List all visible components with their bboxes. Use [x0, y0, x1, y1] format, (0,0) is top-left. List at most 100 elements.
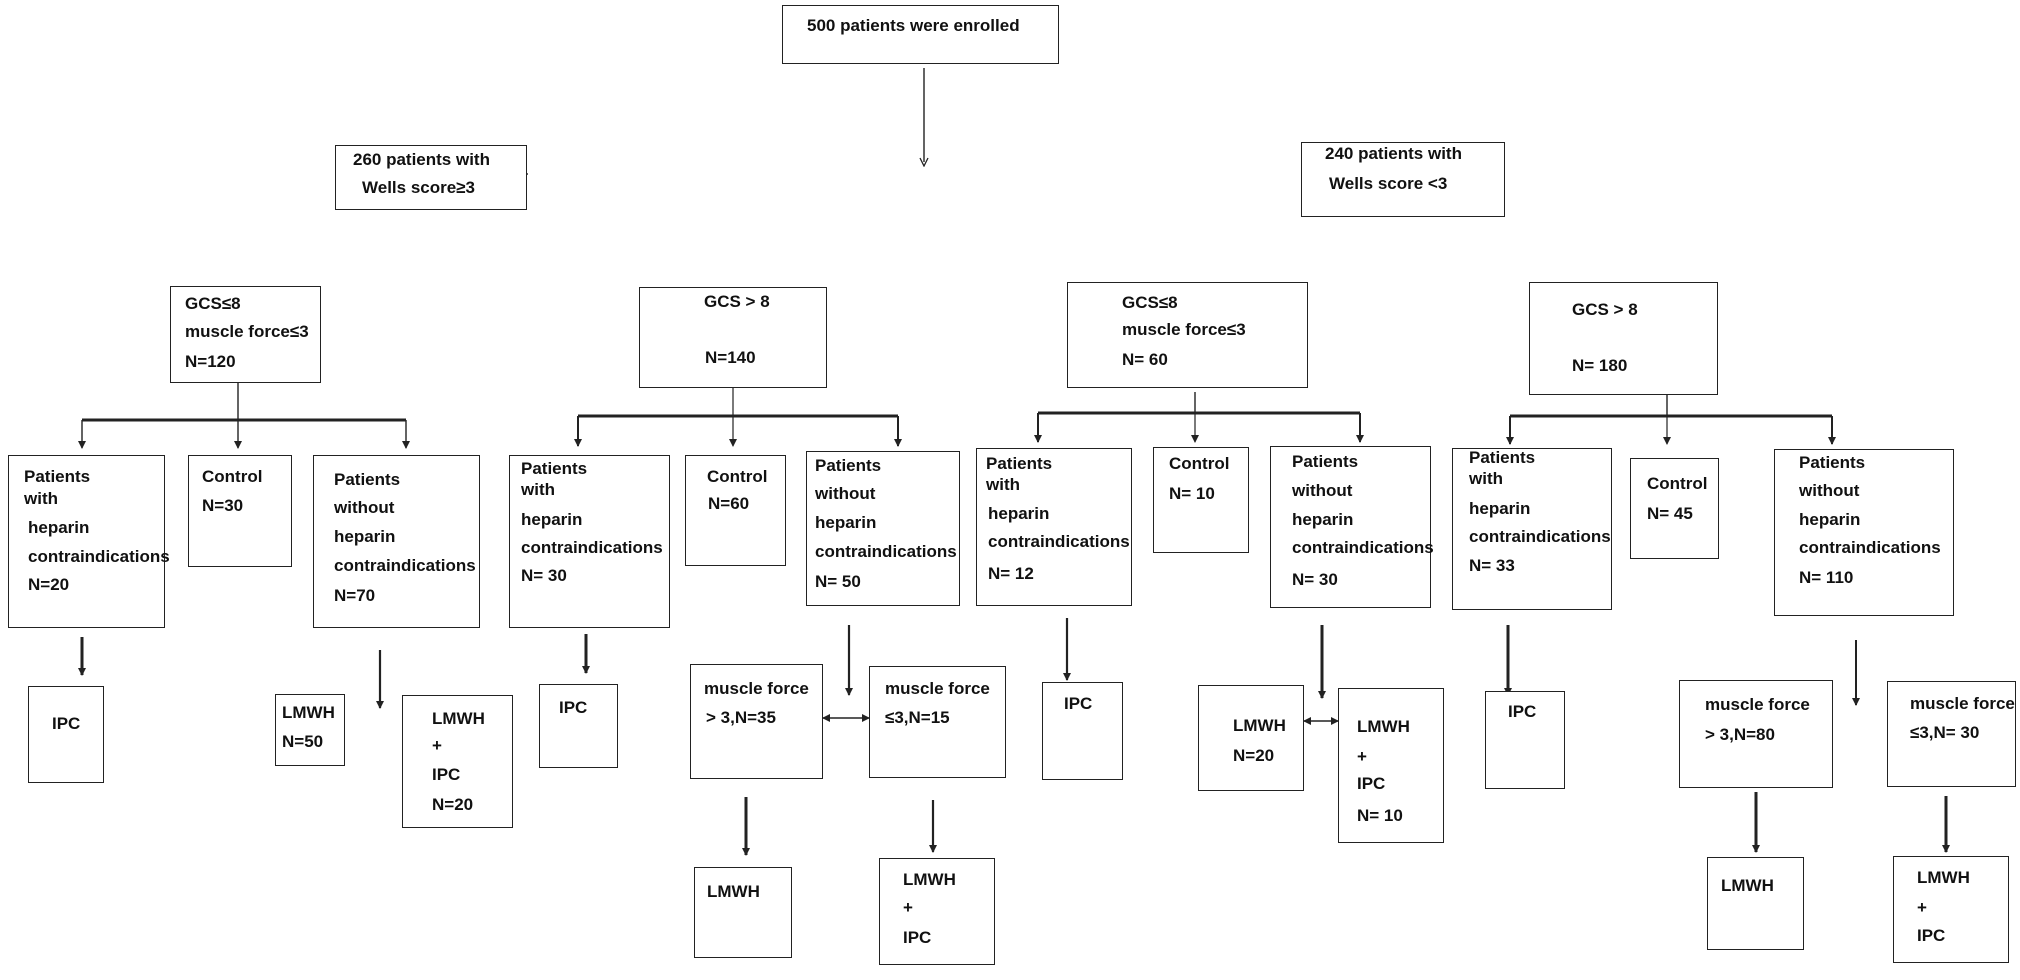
- arm-b-without-l2: without: [815, 484, 876, 503]
- arm-c-control-l1: Control: [1169, 454, 1230, 473]
- outcome-a-ipc-box: [28, 686, 104, 783]
- outcome-d-mf-high-box: [1679, 680, 1833, 788]
- subgroup-a-line2: muscle force≤3: [185, 322, 309, 341]
- outcome-b-lmwh-ipc-l1: LMWH: [903, 870, 956, 889]
- outcome-c-lmwh-ipc-l2: +: [1357, 747, 1367, 766]
- arm-c-with-n: N= 12: [988, 564, 1034, 583]
- subgroup-c-line3: N= 60: [1122, 350, 1168, 369]
- outcome-c-lmwh-box: [1198, 685, 1304, 791]
- root-label: 500 patients were enrolled: [807, 16, 1020, 35]
- outcome-a-lmwh-n: N=50: [282, 732, 324, 751]
- arm-a-control-box: [188, 455, 292, 567]
- subgroup-b-line2: N=140: [705, 348, 756, 367]
- arm-b-with-n: N= 30: [521, 566, 567, 585]
- subgroup-a-line1: GCS≤8: [185, 294, 241, 313]
- arm-c-with-l3: heparin: [988, 504, 1050, 523]
- outcome-b-lmwh-ipc-box: [879, 858, 995, 965]
- subgroup-d-line2: N= 180: [1572, 356, 1628, 375]
- outcome-c-ipc-l1: IPC: [1064, 694, 1093, 713]
- arm-a-with-n: N=20: [28, 575, 70, 594]
- outcome-b-mf-high-l1: muscle force: [704, 679, 809, 698]
- outcome-d-lmwh-ipc-l2: +: [1917, 898, 1927, 917]
- subgroup-b-box: [639, 287, 827, 388]
- arm-a-without-n: N=70: [334, 586, 376, 605]
- arm-a-with-l4: contraindications: [28, 547, 170, 566]
- arm-c-without-l1: Patients: [1292, 452, 1359, 471]
- arm-b-with-l3: heparin: [521, 510, 583, 529]
- arm-a-without-l4: contraindications: [334, 556, 476, 575]
- arm-c-with-l1: Patients: [986, 454, 1053, 473]
- outcome-a-lmwh-ipc-l1: LMWH: [432, 709, 485, 728]
- arm-a-control-n: N=30: [202, 496, 244, 515]
- arm-d-without-n: N= 110: [1799, 568, 1854, 587]
- outcome-b-ipc-l1: IPC: [559, 698, 588, 717]
- outcome-b-ipc-box: [539, 684, 618, 768]
- outcome-a-lmwh-ipc-box: [402, 695, 513, 828]
- high-wells-box: [335, 145, 527, 210]
- outcome-d-mf-low-l2: ≤3,N= 30: [1910, 723, 1980, 742]
- arm-d-without-l2: without: [1799, 481, 1860, 500]
- low-wells-line1: 240 patients with: [1325, 144, 1462, 163]
- outcome-a-lmwh-ipc-l2: +: [432, 736, 442, 755]
- outcome-a-ipc-l1: IPC: [52, 714, 81, 733]
- outcome-b-mf-low-box: [869, 666, 1006, 778]
- subgroup-c-box: [1067, 282, 1308, 388]
- outcome-a-lmwh-ipc-n: N=20: [432, 795, 474, 814]
- root-box: [782, 5, 1059, 64]
- subgroup-d-line1: GCS > 8: [1572, 300, 1638, 319]
- arm-a-without-l2: without: [334, 498, 395, 517]
- outcome-a-lmwh-box: [275, 694, 345, 766]
- low-wells-box: [1301, 142, 1505, 217]
- arm-c-control-box: [1153, 447, 1249, 553]
- outcome-c-lmwh-ipc-n: N= 10: [1357, 806, 1403, 825]
- arm-d-without-l1: Patients: [1799, 453, 1866, 472]
- arm-c-without-l3: heparin: [1292, 510, 1354, 529]
- arm-d-control-n: N= 45: [1647, 504, 1693, 523]
- arm-b-without-box: [806, 451, 960, 606]
- arm-b-with-box: [509, 455, 670, 628]
- arm-c-without-box: [1270, 446, 1431, 608]
- outcome-d-mf-low-l1: muscle force: [1910, 694, 2015, 713]
- arm-c-without-l4: contraindications: [1292, 538, 1434, 557]
- subgroup-d-box: [1529, 282, 1718, 395]
- arm-d-without-l4: contraindications: [1799, 538, 1941, 557]
- arm-c-with-box: [976, 448, 1132, 606]
- arm-b-without-l1: Patients: [815, 456, 882, 475]
- arm-d-control-box: [1630, 458, 1719, 559]
- outcome-b-mf-low-l1: muscle force: [885, 679, 990, 698]
- arm-b-without-l4: contraindications: [815, 542, 957, 561]
- arm-b-without-l3: heparin: [815, 513, 877, 532]
- outcome-b-mf-high-l2: > 3,N=35: [706, 708, 776, 727]
- arm-a-without-l1: Patients: [334, 470, 401, 489]
- outcome-a-lmwh-l1: LMWH: [282, 703, 335, 722]
- outcome-b-lmwh-ipc-l3: IPC: [903, 928, 932, 947]
- arm-b-without-n: N= 50: [815, 572, 861, 591]
- arm-a-control-l1: Control: [202, 467, 263, 486]
- arm-c-with-l4: contraindications: [988, 532, 1130, 551]
- arm-a-with-l3: heparin: [28, 518, 90, 537]
- subgroup-c-line1: GCS≤8: [1122, 293, 1178, 312]
- outcome-d-mf-high-l2: > 3,N=80: [1705, 725, 1775, 744]
- outcome-d-mf-low-box: [1887, 681, 2016, 787]
- arm-b-with-l4: contraindications: [521, 538, 663, 557]
- outcome-d-ipc-l1: IPC: [1508, 702, 1537, 721]
- arm-d-with-box: [1452, 448, 1612, 610]
- high-wells-line1: 260 patients with: [353, 150, 490, 169]
- outcome-c-lmwh-ipc-box: [1338, 688, 1444, 843]
- outcome-b-lmwh-ipc-l2: +: [903, 898, 913, 917]
- outcome-d-lmwh-box: [1707, 857, 1804, 950]
- arm-d-with-l2: with: [1469, 469, 1503, 488]
- outcome-d-ipc-box: [1485, 691, 1565, 789]
- arm-b-control-n: N=60: [708, 494, 750, 513]
- arm-b-with-l2: with: [521, 480, 555, 499]
- outcome-c-ipc-box: [1042, 682, 1123, 780]
- outcome-c-lmwh-ipc-l1: LMWH: [1357, 717, 1410, 736]
- arm-a-without-l3: heparin: [334, 527, 396, 546]
- outcome-d-lmwh-ipc-l3: IPC: [1917, 926, 1946, 945]
- arm-b-with-l1: Patients: [521, 459, 588, 478]
- outcome-b-mf-low-l2: ≤3,N=15: [885, 708, 950, 727]
- outcome-c-lmwh-l1: LMWH: [1233, 716, 1286, 735]
- arm-a-with-box: [8, 455, 165, 628]
